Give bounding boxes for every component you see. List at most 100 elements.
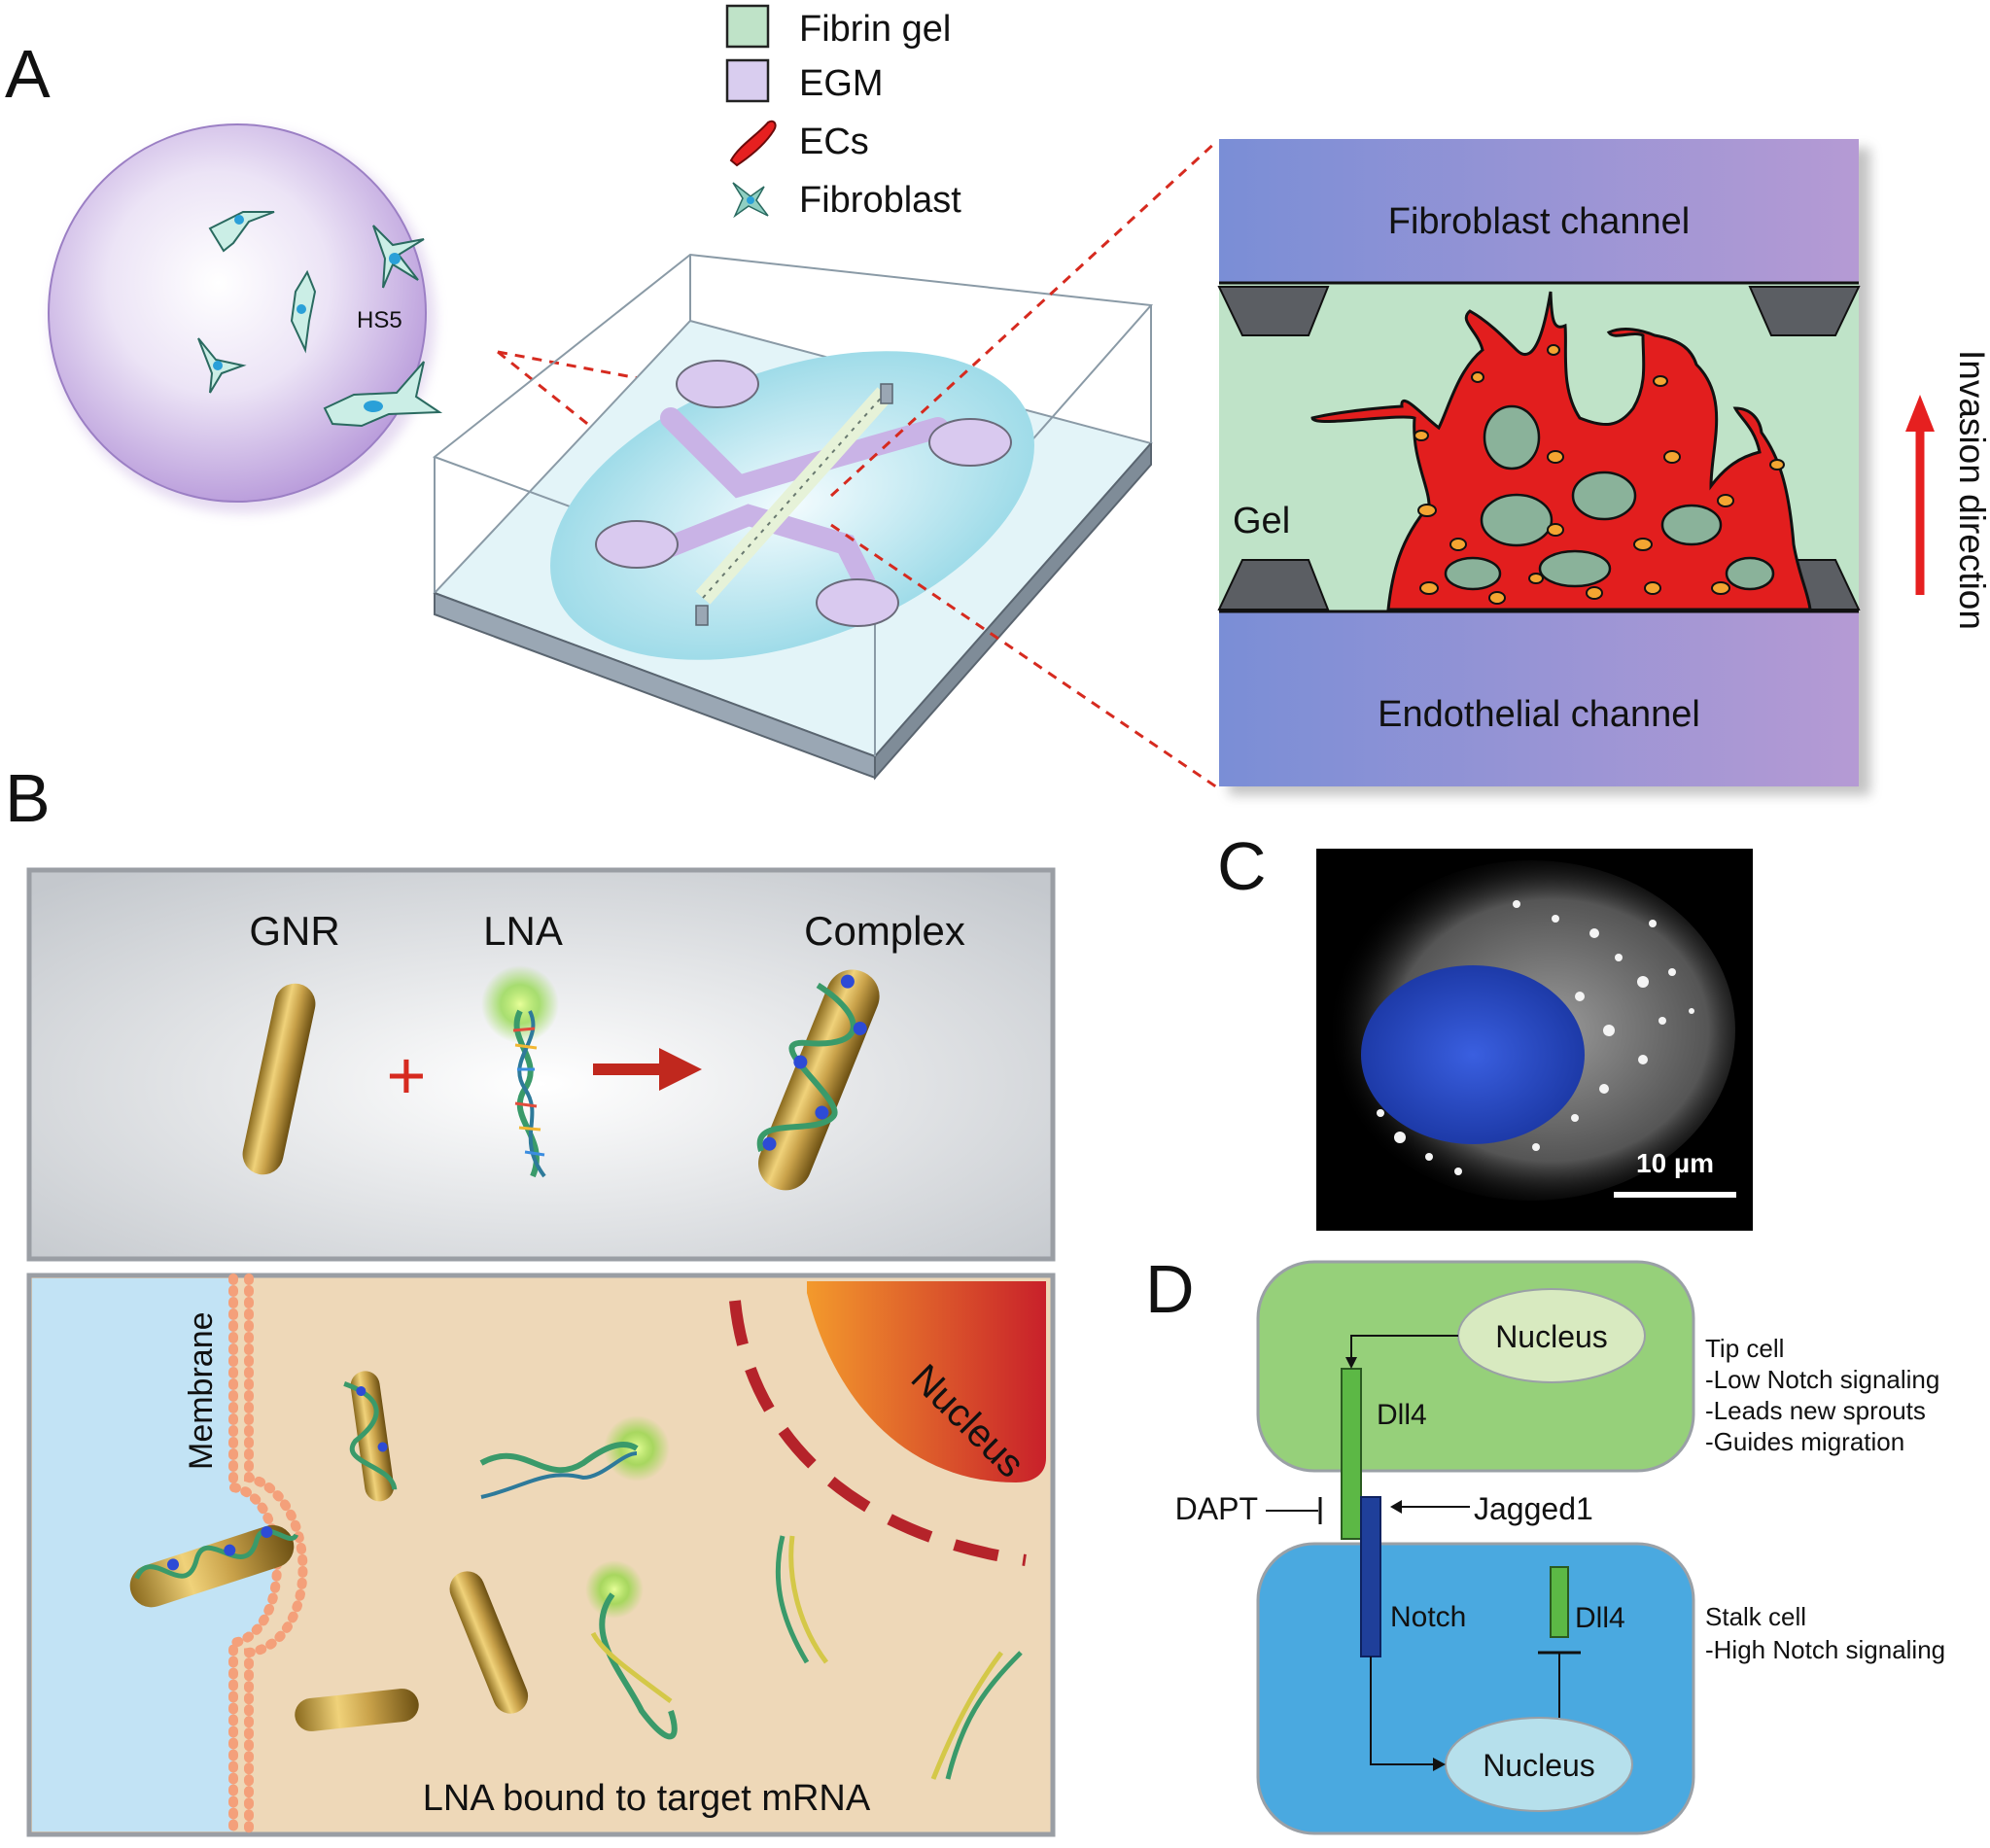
gnr-lna-complex xyxy=(343,1371,398,1502)
vessel-lumen xyxy=(1571,471,1637,521)
zoom-connector xyxy=(830,523,1218,789)
scale-bar-label: 10 µm xyxy=(1636,1148,1714,1178)
plus-sign: + xyxy=(387,1037,427,1113)
inlet-port xyxy=(695,605,709,626)
fibroblast-nucleus xyxy=(234,215,244,225)
legend: Fibrin gel EGM ECs Fibroblast xyxy=(725,4,961,221)
complex-bead xyxy=(261,1525,273,1538)
invasion-arrow-head xyxy=(1905,395,1935,432)
reservoir xyxy=(816,578,899,627)
notch-receptor xyxy=(1360,1496,1381,1657)
gel-channel-posts xyxy=(702,393,886,599)
legend-label-fibrin-gel: Fibrin gel xyxy=(799,9,951,50)
trapezoid-post xyxy=(1217,559,1330,610)
vessel-lumen xyxy=(1725,556,1775,591)
gold-nanorod xyxy=(295,1689,419,1731)
fibroblast-icon-nucleus xyxy=(747,196,754,204)
dapi-nucleus xyxy=(1361,965,1585,1144)
complex-rod xyxy=(350,1371,395,1502)
nucleus xyxy=(807,1281,1046,1482)
endothelial-channel xyxy=(1219,611,1859,786)
complex-bead xyxy=(377,1442,388,1452)
vessel-lumen xyxy=(1660,504,1723,546)
nucleus-to-dll4-arrow xyxy=(1350,1335,1458,1359)
lna-strand-complement xyxy=(517,1010,546,1178)
invasion-arrow xyxy=(1905,395,1935,595)
trapezoid-post xyxy=(1748,286,1861,336)
reservoir xyxy=(676,360,759,408)
inlet-port xyxy=(880,383,893,404)
sphere-connector xyxy=(497,350,646,471)
dapt-label: DAPT xyxy=(1175,1491,1258,1526)
legend-label-egm: EGM xyxy=(799,63,884,104)
bottom-caption: LNA bound to target mRNA xyxy=(423,1778,871,1819)
complex-bead xyxy=(840,974,855,989)
gel-label: Gel xyxy=(1233,501,1290,541)
stalk-nucleus-label: Nucleus xyxy=(1483,1748,1595,1783)
fluorophore-glow xyxy=(585,1560,644,1619)
complex-strand xyxy=(756,982,856,1152)
fibroblast-channel xyxy=(1219,139,1859,283)
fibroblast-cell xyxy=(323,361,443,428)
sphere-label: HS5 xyxy=(357,307,402,333)
tip-cell-note: Tip cell xyxy=(1705,1334,1784,1363)
fibroblast-nucleus xyxy=(364,401,383,412)
notch-to-nucleus-arrow xyxy=(1370,1656,1435,1765)
cell-membrane-inner xyxy=(244,1273,308,1836)
panel-label-a: A xyxy=(5,36,51,112)
lna-strand-complement xyxy=(480,1451,638,1499)
stalk-dll4-label: Dll4 xyxy=(1575,1602,1625,1634)
stalk-cell-note: -High Notch signaling xyxy=(1705,1635,1945,1664)
arrow-head xyxy=(1433,1758,1446,1771)
arrow-head xyxy=(1390,1500,1402,1514)
stalk-cell-note: Stalk cell xyxy=(1705,1602,1806,1631)
target-mrna-strand xyxy=(930,1651,1004,1780)
complex-bead xyxy=(224,1544,236,1556)
legend-label-fibroblast: Fibroblast xyxy=(799,180,961,221)
vessel-lumen xyxy=(1480,493,1554,547)
membrane-label: Membrane xyxy=(183,1311,220,1470)
tip-cell-note: -Low Notch signaling xyxy=(1705,1365,1939,1394)
endothelial-channel-label: Endothelial channel xyxy=(1378,694,1700,735)
complex-bead xyxy=(853,1021,867,1035)
vessel-lumen xyxy=(1483,404,1541,471)
egm-swatch xyxy=(725,58,770,103)
fibroblast-nucleus xyxy=(297,304,306,314)
complex-rod xyxy=(758,969,880,1191)
tip-cell xyxy=(1256,1260,1695,1473)
arrow-head xyxy=(1345,1357,1357,1369)
mrna-strand xyxy=(945,1651,1023,1780)
fibroblast-channel-label: Fibroblast channel xyxy=(1388,201,1691,242)
invasion-direction-label: Invasion direction xyxy=(1952,350,1990,630)
gold-nanorod xyxy=(242,983,316,1175)
panel-label-b: B xyxy=(5,760,51,836)
lna-label: LNA xyxy=(483,908,563,954)
cell-uptake-panel: Membrane Nucleus xyxy=(26,1273,1056,1837)
vessel-lumen xyxy=(1444,556,1502,591)
lna-base-pairs xyxy=(512,1027,545,1157)
chip-channel xyxy=(641,504,876,594)
complex-bead xyxy=(356,1386,367,1397)
complex-bead xyxy=(167,1558,180,1571)
fluorescence-micrograph: 10 µm xyxy=(1316,849,1753,1231)
complex-bead xyxy=(793,1055,808,1069)
gnr-lna-complex xyxy=(756,969,880,1191)
mrna-strand xyxy=(775,1535,810,1664)
fibroblast-cell xyxy=(208,211,275,253)
reservoir xyxy=(595,520,679,569)
gnr-label: GNR xyxy=(249,908,339,954)
legend-label-ecs: ECs xyxy=(799,122,869,162)
gold-nanorod xyxy=(449,1571,529,1714)
formation-panel-frame xyxy=(26,867,1056,1262)
target-mrna-strand xyxy=(590,1631,673,1704)
trapezoid-post xyxy=(1217,286,1330,336)
fibroblast-nucleus xyxy=(213,361,223,370)
reservoir xyxy=(928,418,1012,467)
target-mrna-strand xyxy=(788,1535,829,1664)
zoomed-device-view: Fibroblast channel Gel Endothelial chann… xyxy=(1217,139,1870,795)
complex-label: Complex xyxy=(804,908,965,954)
scale-bar xyxy=(1614,1192,1736,1198)
panel-label-c: C xyxy=(1217,828,1267,904)
complex-formation-panel: GNR LNA Complex + xyxy=(26,867,1056,1262)
